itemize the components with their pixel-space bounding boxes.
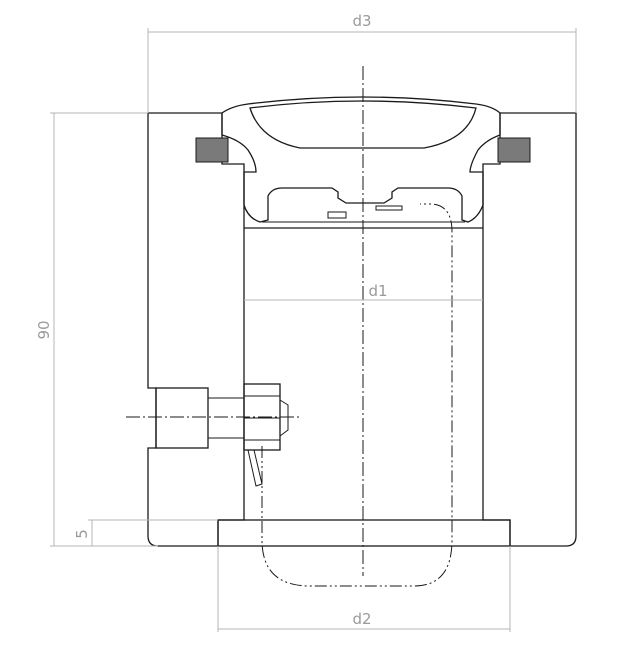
dimension-label-height: 90 — [35, 320, 53, 339]
dimension-height — [50, 112, 158, 547]
housing-left-wall — [147, 112, 245, 547]
dimension-d3 — [147, 28, 577, 113]
base-plate — [217, 519, 511, 547]
dimension-label-d1: d1 — [368, 282, 387, 300]
dimension-d2 — [217, 546, 511, 632]
housing-right-wall — [482, 112, 577, 547]
dimension-label-base: 5 — [73, 529, 91, 539]
dimension-label-d2: d2 — [352, 610, 371, 628]
seal-ring-right — [497, 137, 531, 163]
seal-ring-left — [195, 137, 229, 163]
phantom-piston — [261, 203, 453, 587]
dimension-base — [88, 519, 218, 546]
load-diaphragm — [221, 96, 501, 229]
cable-gland — [155, 383, 289, 487]
dimension-label-d3: d3 — [352, 12, 371, 30]
